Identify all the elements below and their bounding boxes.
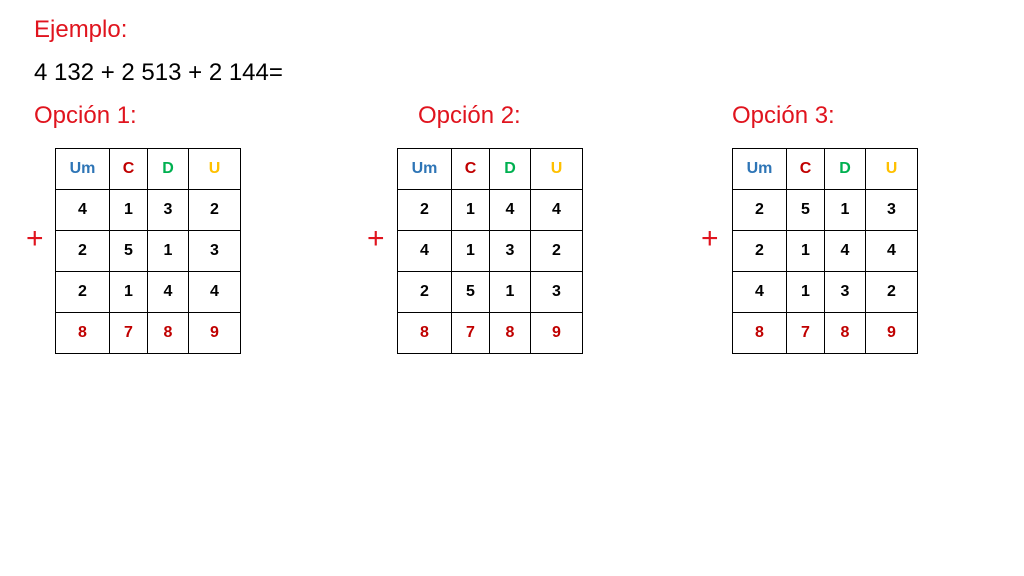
- result-digit-cell: 8: [397, 312, 452, 354]
- column-header-d: D: [147, 148, 189, 190]
- digit-cell: 3: [188, 230, 241, 272]
- digit-cell: 5: [786, 189, 825, 231]
- digit-cell: 2: [397, 271, 452, 313]
- column-header-u: U: [188, 148, 241, 190]
- result-digit-cell: 8: [824, 312, 866, 354]
- digit-cell: 4: [732, 271, 787, 313]
- result-digit-cell: 8: [147, 312, 189, 354]
- digit-cell: 2: [188, 189, 241, 231]
- digit-cell: 5: [109, 230, 148, 272]
- result-digit-cell: 9: [188, 312, 241, 354]
- result-digit-cell: 8: [55, 312, 110, 354]
- digit-cell: 4: [55, 189, 110, 231]
- digit-cell: 4: [397, 230, 452, 272]
- digit-cell: 1: [451, 189, 490, 231]
- digit-cell: 1: [786, 271, 825, 313]
- result-digit-cell: 9: [865, 312, 918, 354]
- plus-sign-option-3: +: [701, 222, 719, 255]
- digit-cell: 3: [824, 271, 866, 313]
- column-header-um: Um: [397, 148, 452, 190]
- digit-cell: 3: [865, 189, 918, 231]
- column-header-u: U: [530, 148, 583, 190]
- column-header-um: Um: [732, 148, 787, 190]
- digit-cell: 1: [786, 230, 825, 272]
- result-digit-cell: 7: [451, 312, 490, 354]
- result-digit-cell: 8: [489, 312, 531, 354]
- result-digit-cell: 7: [109, 312, 148, 354]
- digit-cell: 2: [732, 189, 787, 231]
- addition-expression: 4 132 + 2 513 + 2 144=: [34, 59, 283, 86]
- page-title: Ejemplo:: [34, 16, 128, 43]
- option-3-label: Opción 3:: [732, 102, 835, 129]
- digit-cell: 4: [865, 230, 918, 272]
- digit-cell: 1: [451, 230, 490, 272]
- digit-cell: 3: [489, 230, 531, 272]
- digit-cell: 1: [109, 189, 148, 231]
- option-1-label: Opción 1:: [34, 102, 137, 129]
- plus-sign-option-2: +: [367, 222, 385, 255]
- column-header-c: C: [451, 148, 490, 190]
- column-header-c: C: [109, 148, 148, 190]
- digit-cell: 2: [55, 230, 110, 272]
- digit-cell: 4: [188, 271, 241, 313]
- digit-cell: 1: [489, 271, 531, 313]
- digit-cell: 4: [147, 271, 189, 313]
- digit-cell: 3: [530, 271, 583, 313]
- digit-cell: 2: [865, 271, 918, 313]
- column-header-um: Um: [55, 148, 110, 190]
- digit-cell: 2: [530, 230, 583, 272]
- column-header-d: D: [824, 148, 866, 190]
- result-digit-cell: 7: [786, 312, 825, 354]
- digit-cell: 1: [147, 230, 189, 272]
- column-header-u: U: [865, 148, 918, 190]
- digit-cell: 1: [109, 271, 148, 313]
- digit-cell: 4: [530, 189, 583, 231]
- digit-cell: 1: [824, 189, 866, 231]
- column-header-c: C: [786, 148, 825, 190]
- digit-cell: 5: [451, 271, 490, 313]
- result-digit-cell: 9: [530, 312, 583, 354]
- digit-cell: 4: [824, 230, 866, 272]
- digit-cell: 2: [732, 230, 787, 272]
- digit-cell: 3: [147, 189, 189, 231]
- result-digit-cell: 8: [732, 312, 787, 354]
- option-2-label: Opción 2:: [418, 102, 521, 129]
- plus-sign-option-1: +: [26, 222, 44, 255]
- column-header-d: D: [489, 148, 531, 190]
- digit-cell: 2: [55, 271, 110, 313]
- digit-cell: 4: [489, 189, 531, 231]
- digit-cell: 2: [397, 189, 452, 231]
